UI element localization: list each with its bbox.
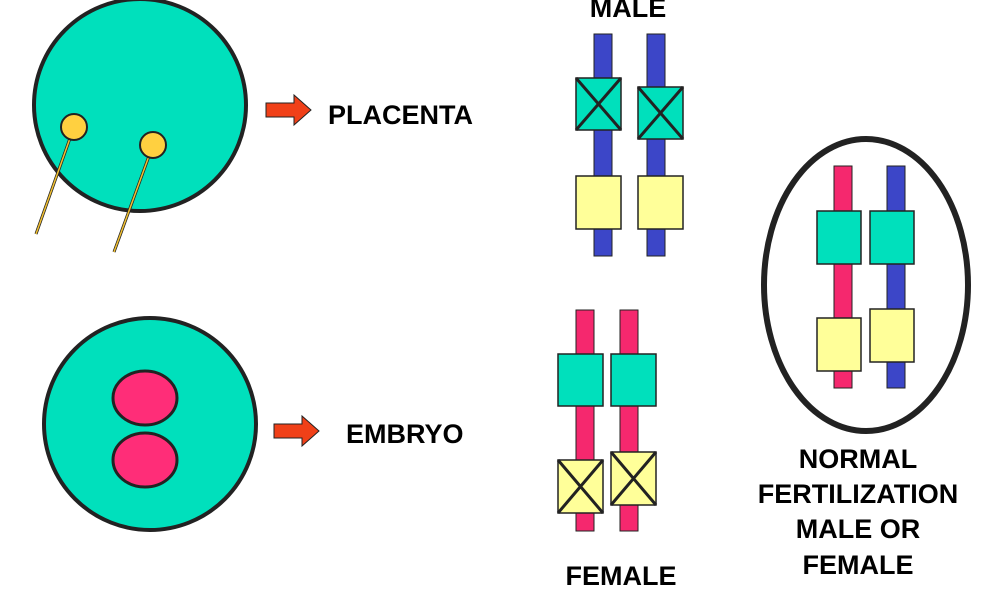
right-arrow-icon: [273, 414, 320, 448]
normal-chromosome-pair: [816, 165, 915, 389]
caption-line-3: MALE OR: [796, 514, 921, 544]
male-chromosome-pair: [574, 33, 685, 257]
gynogenetic-cell-group: [42, 316, 258, 532]
caption-line-4: FEMALE: [803, 550, 914, 580]
pronucleus: [111, 431, 179, 489]
pronucleus: [111, 369, 179, 427]
chromosome: [574, 33, 623, 257]
androgenetic-cell-group: [32, 0, 248, 253]
androgenetic-cell: [32, 0, 248, 213]
right-arrow-icon: [265, 93, 312, 127]
placenta-label: PLACENTA: [328, 100, 473, 130]
caption-line-2: FERTILIZATION: [758, 479, 958, 509]
normal-fertilization-oval: [761, 136, 971, 434]
female-chromosome-pair: [556, 309, 658, 532]
chromosome: [556, 309, 605, 532]
normal-fertilization-caption: NORMAL FERTILIZATION MALE OR FEMALE: [758, 444, 958, 580]
chromosome: [869, 165, 915, 389]
pin-icon: [34, 113, 88, 235]
chromosome: [636, 33, 685, 257]
chromosome: [816, 165, 862, 389]
caption-line-1: NORMAL: [799, 444, 917, 474]
pin-icon: [112, 131, 167, 253]
chromosome: [609, 309, 658, 532]
embryo-label: EMBRYO: [346, 419, 464, 449]
male-label: MALE: [590, 0, 667, 23]
female-label: FEMALE: [566, 561, 677, 591]
